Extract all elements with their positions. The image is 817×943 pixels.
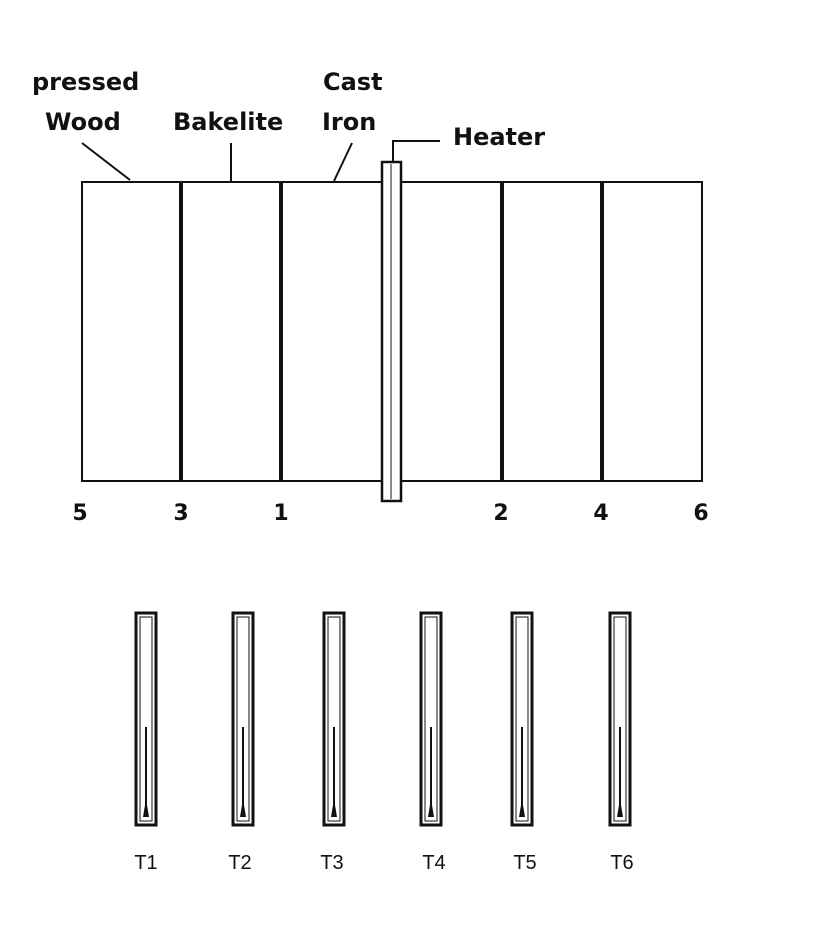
label-wood: Wood [45, 108, 121, 136]
point-number: 5 [72, 501, 87, 526]
point-number: 3 [173, 501, 188, 526]
mercury-bulb [331, 805, 337, 817]
mercury-bulb [240, 805, 246, 817]
mercury-bulb [143, 805, 149, 817]
mercury-bulb [428, 805, 434, 817]
leader-cast-iron [333, 142, 353, 182]
thermometer-label: T1 [134, 852, 157, 874]
thermometer-bore [139, 616, 153, 822]
thermometer-bore [236, 616, 250, 822]
thermometer-tube [419, 611, 443, 827]
thermometer-label: T3 [320, 852, 343, 874]
thermometer-tube [608, 611, 632, 827]
point-number: 1 [273, 501, 288, 526]
thermometer-4 [419, 611, 443, 827]
label-bakelite: Bakelite [173, 108, 283, 136]
mercury-bulb [519, 805, 525, 817]
point-number: 2 [493, 501, 508, 526]
thermometer-bore [515, 616, 529, 822]
thermometer-3 [322, 611, 346, 827]
thermometer-bore [613, 616, 627, 822]
thermometer-6 [608, 611, 632, 827]
thermometer-label: T5 [513, 852, 536, 874]
thermometer-label: T4 [422, 852, 445, 874]
thermometer-tube [510, 611, 534, 827]
thermometer-label: T2 [228, 852, 251, 874]
label-cast: Cast [323, 68, 383, 96]
point-number: 6 [693, 501, 708, 526]
thermometer-tube [322, 611, 346, 827]
thermometer-1 [134, 611, 158, 827]
label-heater: Heater [453, 123, 545, 151]
thermometer-tube [231, 611, 255, 827]
label-pressed: pressed [32, 68, 139, 96]
thermometer-2 [231, 611, 255, 827]
label-iron: Iron [322, 108, 376, 136]
mercury-bulb [617, 805, 623, 817]
leader-pressed-wood [81, 142, 131, 181]
point-number: 4 [593, 501, 608, 526]
thermometer-label: T6 [610, 852, 633, 874]
thermometer-bore [327, 616, 341, 822]
thermometer-bore [424, 616, 438, 822]
thermometer-tube [134, 611, 158, 827]
leader-heater [392, 140, 440, 162]
thermometer-5 [510, 611, 534, 827]
